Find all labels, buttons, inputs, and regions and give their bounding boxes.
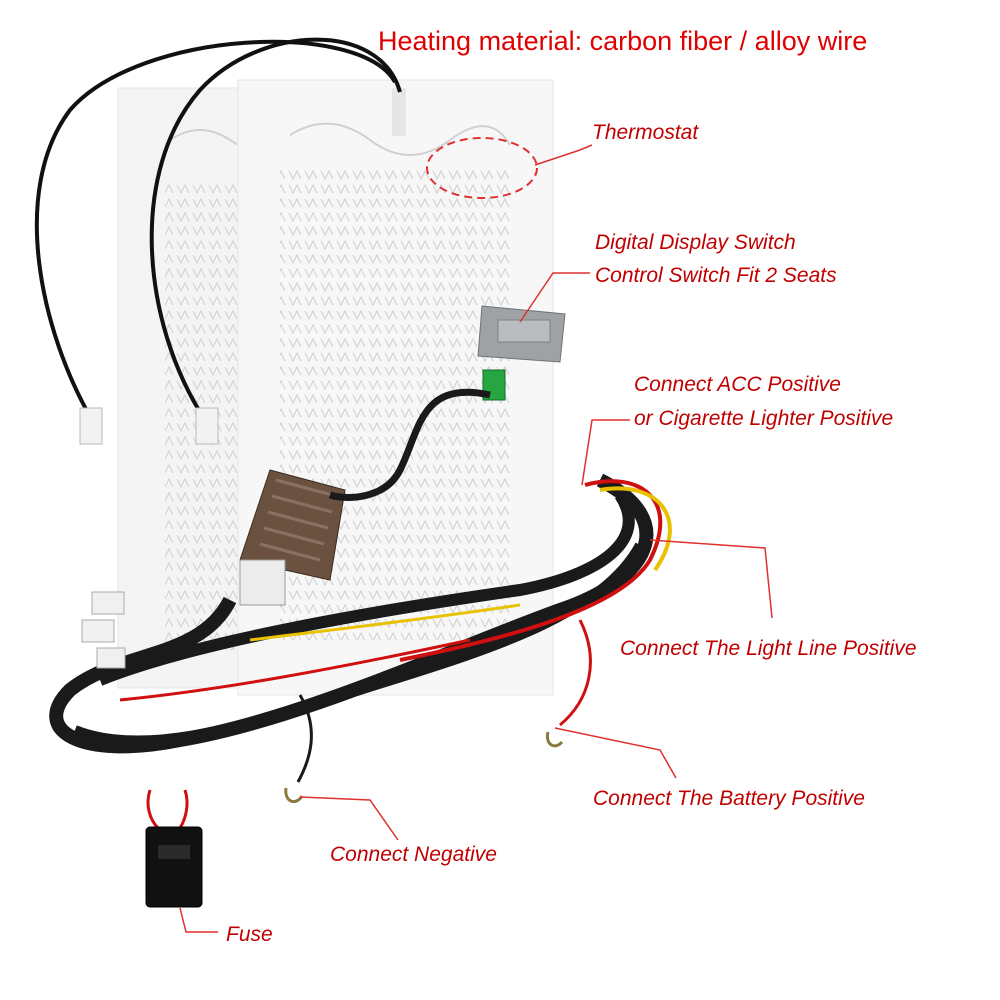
pad-lead-connector-left — [79, 407, 103, 445]
battery-ring-terminal — [545, 731, 564, 748]
light-line-label: Connect The Light Line Positive — [620, 637, 917, 660]
switch-label-line1: Digital Display Switch — [595, 231, 796, 254]
wire-harness — [49, 473, 672, 754]
negative-label: Connect Negative — [330, 843, 497, 866]
acc-label-line2: or Cigarette Lighter Positive — [634, 407, 894, 430]
fuse-holder — [145, 789, 203, 908]
leader-lines — [179, 144, 773, 933]
battery-positive-wire — [559, 619, 592, 727]
negative-ring-terminal — [284, 787, 304, 804]
fuse-label: Fuse — [226, 923, 273, 946]
page-title: Heating material: carbon fiber / alloy w… — [378, 26, 868, 56]
thermostat-highlight — [426, 137, 538, 199]
pad-lead-wire-left — [34, 39, 397, 421]
battery-label: Connect The Battery Positive — [593, 787, 865, 810]
pad-lead-connector-right — [195, 407, 219, 445]
acc-label-line1: Connect ACC Positive — [634, 373, 841, 396]
digital-display-switch — [477, 305, 566, 401]
control-box — [239, 469, 346, 606]
pad-lead-wire-right — [149, 37, 402, 422]
pad-harness-connectors — [81, 591, 126, 669]
switch-cable — [328, 388, 491, 501]
switch-label-line2: Control Switch Fit 2 Seats — [595, 264, 837, 287]
negative-wire — [296, 694, 313, 783]
thermostat-label: Thermostat — [592, 121, 699, 144]
